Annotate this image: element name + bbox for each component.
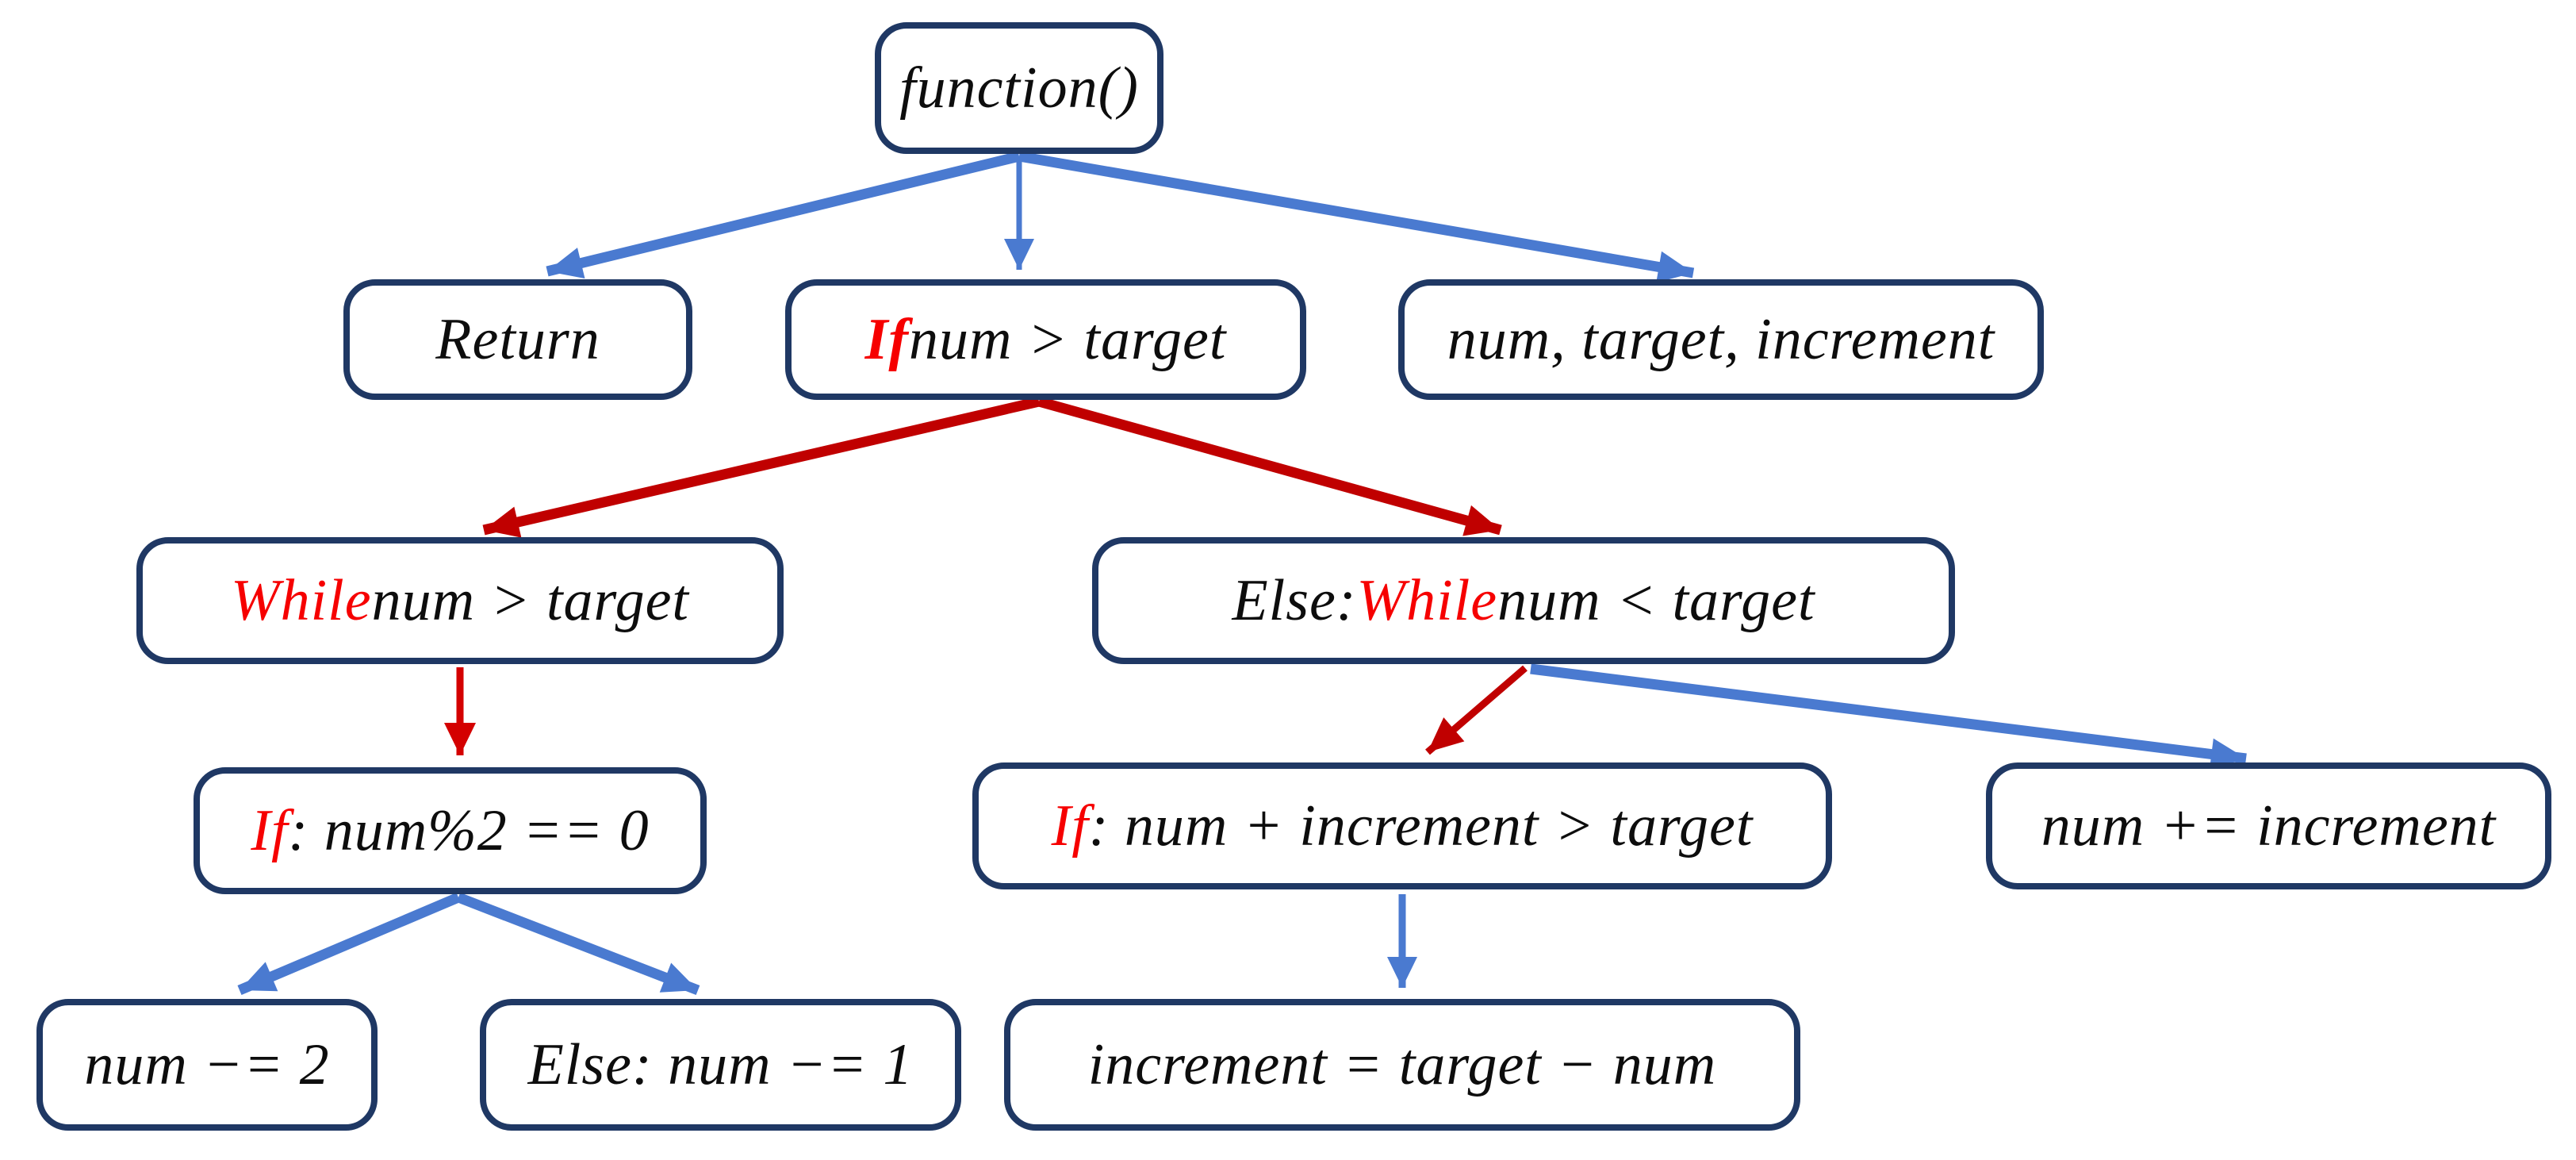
node-else-while-num-lt-target-label: num < target	[1497, 567, 1815, 633]
edge-else-while-to-num-plus	[1530, 663, 2247, 770]
node-params-label: num, target, increment	[1447, 306, 1995, 372]
node-return-label: Return	[435, 306, 600, 372]
node-num-plus-increment-label: num += increment	[2041, 793, 2497, 858]
node-function: function()	[875, 22, 1163, 154]
if-keyword: If	[1051, 793, 1089, 858]
node-if-num-plus-increment-gt-target: If: num + increment > target	[972, 762, 1832, 889]
while-keyword: While	[1356, 567, 1498, 633]
node-increment-eq-target-minus-num: increment = target − num	[1004, 999, 1800, 1131]
node-num-minus-2-label: num −= 2	[84, 1031, 330, 1097]
edge-if-mod-to-num-minus-2	[237, 893, 461, 995]
node-else-num-minus-1-label: Else: num −= 1	[527, 1031, 914, 1097]
if-keyword: If	[251, 797, 289, 863]
node-function-label: function()	[899, 55, 1139, 121]
node-if-num-mod-2-label: : num%2 == 0	[288, 797, 650, 863]
node-while-num-gt-target-label: num > target	[371, 567, 689, 633]
edge-if-gt-to-else-while	[1037, 396, 1502, 536]
edge-function-to-return	[546, 151, 1021, 279]
edge-function-to-params	[1018, 151, 1695, 283]
edge-if-gt-to-while-gt	[482, 396, 1041, 538]
node-if-num-plus-increment-gt-target-label: : num + increment > target	[1088, 793, 1754, 858]
node-return: Return	[343, 279, 692, 400]
while-keyword: While	[230, 567, 372, 633]
edge-else-while-to-if-sum	[1425, 665, 1528, 755]
node-num-plus-increment: num += increment	[1986, 762, 2551, 889]
if-keyword: If	[864, 306, 910, 372]
node-while-num-gt-target: While num > target	[136, 537, 784, 664]
node-increment-eq-target-minus-num-label: increment = target − num	[1087, 1031, 1717, 1097]
node-num-minus-2: num −= 2	[36, 999, 378, 1131]
else-label: Else:	[1232, 567, 1357, 633]
node-if-num-gt-target: If num > target	[785, 279, 1306, 400]
node-if-num-gt-target-label: num > target	[909, 306, 1227, 372]
node-else-while-num-lt-target: Else:While num < target	[1092, 537, 1955, 664]
node-params: num, target, increment	[1398, 279, 2044, 400]
node-if-num-mod-2: If: num%2 == 0	[194, 767, 707, 894]
node-else-num-minus-1: Else: num −= 1	[480, 999, 961, 1131]
edge-if-mod-to-else-minus-1	[456, 892, 700, 996]
